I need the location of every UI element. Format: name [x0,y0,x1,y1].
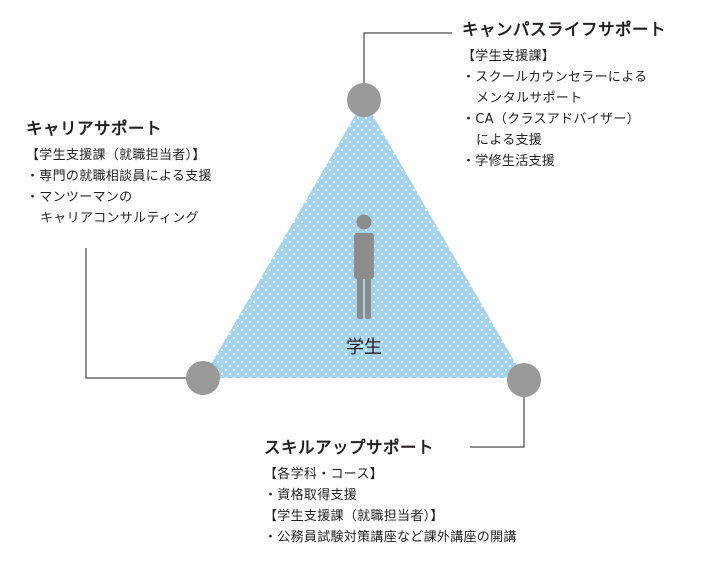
campus-life-support-block: キャンパスライフサポート 【学生支援課】 ・スクールカウンセラーによる メンタル… [462,19,666,172]
career-support-block: キャリアサポート 【学生支援課（就職担当者）】 ・専門の就職相談員による支援 ・… [26,118,212,229]
career-item-consultant: ・専門の就職相談員による支援 [26,169,212,184]
connector-campus [363,32,452,98]
skill-dept-courses: 【各学科・コース】 [264,467,384,482]
career-item-one-on-one-cont: キャリアコンサルティング [40,211,199,226]
campus-item-counselor-cont: メンタルサポート [476,91,583,106]
campus-item-ca: ・CA（クラスアドバイザー） [462,112,640,127]
campus-life-support-title: キャンパスライフサポート [462,20,666,39]
skill-dept-student-support: 【学生支援課（就職担当者）】 [264,509,444,524]
career-support-title: キャリアサポート [26,119,162,138]
skill-up-support-block: スキルアップサポート 【各学科・コース】 ・資格取得支援 【学生支援課（就職担当… [264,437,517,548]
career-item-one-on-one: ・マンツーマンの [26,190,133,205]
skill-up-support-title: スキルアップサポート [264,438,434,457]
student-label: 学生 [346,337,382,358]
student-figure-icon [354,214,374,319]
connector-skill [470,380,525,448]
node-campus [347,83,381,117]
campus-item-ca-cont: による支援 [476,133,543,148]
career-dept: 【学生支援課（就職担当者）】 [26,148,206,163]
campus-item-counselor: ・スクールカウンセラーによる [462,70,648,85]
campus-item-study: ・学修生活支援 [462,154,556,169]
skill-item-certification: ・資格取得支援 [264,488,358,503]
campus-dept: 【学生支援課】 [462,49,556,64]
skill-item-extracurricular: ・公務員試験対策講座など課外講座の開講 [264,530,517,545]
node-career [186,361,220,395]
connector-career [85,248,203,379]
node-skill [507,363,541,397]
